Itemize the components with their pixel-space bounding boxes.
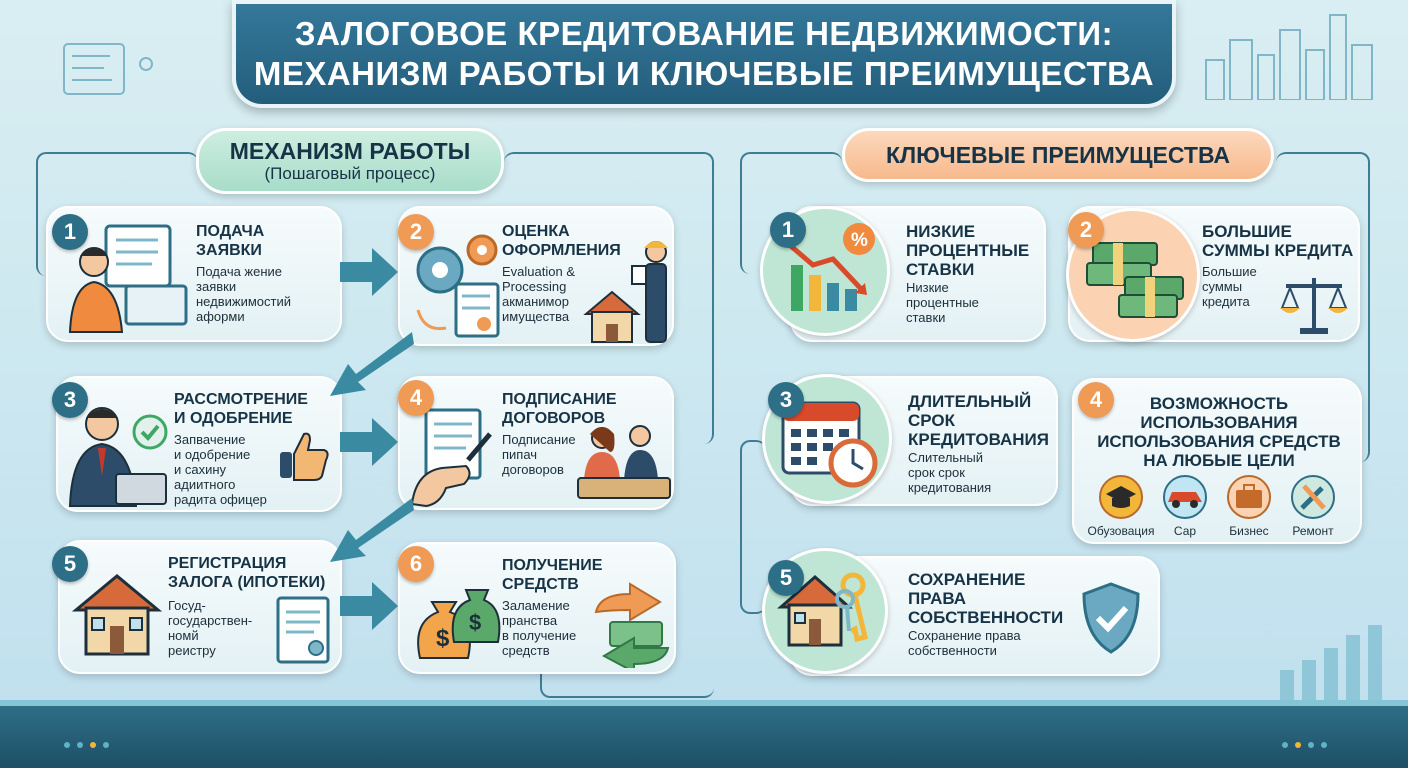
people-signing-icon bbox=[577, 425, 671, 499]
gears-document-icon bbox=[416, 234, 500, 338]
benefit-3-desc: Слительный срок срок кредитования bbox=[908, 450, 992, 495]
main-title-line-1: ЗАЛОГОВОЕ КРЕДИТОВАНИЕ НЕДВИЖИМОСТИ: bbox=[294, 15, 1114, 52]
arrow-1-to-2-icon bbox=[340, 248, 398, 296]
step-1-title: ПОДАЧА ЗАЯВКИ bbox=[196, 223, 265, 259]
shield-check-icon bbox=[1082, 582, 1140, 654]
benefit-1-number: 1 bbox=[770, 212, 806, 248]
svg-text:%: % bbox=[851, 230, 868, 251]
mechanism-subtitle: (Пошаговый процесс) bbox=[264, 164, 436, 183]
right-connector-line bbox=[1276, 152, 1370, 462]
footer-band bbox=[0, 700, 1408, 768]
money-bags-icon: $ $ bbox=[417, 589, 501, 659]
benefit-card-4: 4 ВОЗМОЖНОСТЬ ИСПОЛЬЗОВАНИЯ ИСПОЛЬЗОВАНИ… bbox=[1072, 378, 1362, 544]
benefit-4-number: 4 bbox=[1078, 382, 1114, 418]
use-label-car: Сар bbox=[1173, 524, 1197, 538]
use-label-business: Бизнес bbox=[1229, 524, 1269, 538]
benefit-5-title: СОХРАНЕНИЕ ПРАВА СОБСТВЕННОСТИ bbox=[908, 570, 1064, 627]
step-5-desc: Госуд- государствен- номй реистру bbox=[168, 598, 253, 658]
car-icon bbox=[1163, 475, 1207, 519]
step-3-desc: Запвачение и одобрение и сахину адиитног… bbox=[174, 432, 267, 507]
benefit-5-desc: Сохранение права собственности bbox=[908, 628, 1021, 658]
officer-approval-icon bbox=[68, 407, 168, 507]
transfer-arrows-icon bbox=[594, 582, 670, 668]
step-6-title: ПОЛУЧЕНИЕ СРЕДСТВ bbox=[502, 557, 603, 593]
briefcase-icon bbox=[1227, 475, 1271, 519]
step-5-number: 5 bbox=[52, 546, 88, 582]
benefit-3-title: ДЛИТЕЛЬНЫЙ СРОК КРЕДИТОВАНИЯ bbox=[908, 392, 1049, 449]
benefit-4-title: ВОЗМОЖНОСТЬ ИСПОЛЬЗОВАНИЯ ИСПОЛЬЗОВАНИЯ … bbox=[1097, 394, 1341, 470]
benefit-5-number: 5 bbox=[768, 560, 804, 596]
signing-document-icon bbox=[410, 408, 492, 508]
step-4-desc: Подписание пипач договоров bbox=[502, 432, 576, 477]
svg-text:$: $ bbox=[436, 625, 450, 652]
step-5-title: РЕГИСТРАЦИЯ ЗАЛОГА (ИПОТЕКИ) bbox=[168, 555, 326, 591]
step-2-desc: Evaluation & Processing акманимор имущес… bbox=[502, 264, 575, 324]
benefit-3-number: 3 bbox=[768, 382, 804, 418]
footer-dots-right-icon bbox=[1282, 742, 1327, 748]
applicant-laptop-icon bbox=[68, 224, 188, 333]
thumbs-up-icon bbox=[280, 432, 329, 481]
left-connector-frame bbox=[36, 152, 198, 276]
house-inspector-icon bbox=[583, 241, 668, 343]
benefit-2-title: БОЛЬШИЕ СУММЫ КРЕДИТА bbox=[1202, 222, 1354, 260]
bar-chart-decor-icon bbox=[1280, 625, 1382, 700]
step-card-3: 3 РАССМОТРЕНИЕ И ОДОБРЕНИЕ Запвачение и … bbox=[52, 376, 342, 512]
svg-text:$: $ bbox=[469, 610, 481, 635]
use-label-repair: Ремонт bbox=[1292, 524, 1334, 538]
step-4-number: 4 bbox=[398, 380, 434, 416]
benefits-title: КЛЮЧЕВЫЕ ПРЕИМУЩЕСТВА bbox=[885, 142, 1231, 168]
benefit-1-title: НИЗКИЕ ПРОЦЕНТНЫЕ СТАВКИ bbox=[906, 222, 1030, 279]
step-card-5: 5 РЕГИСТРАЦИЯ ЗАЛОГА (ИПОТЕКИ) Госуд- го… bbox=[52, 540, 342, 674]
arrow-4-to-5-icon bbox=[330, 498, 414, 562]
mechanism-section-header: МЕХАНИЗМ РАБОТЫ (Пошаговый процесс) bbox=[196, 128, 504, 194]
mechanism-title: МЕХАНИЗМ РАБОТЫ bbox=[229, 138, 471, 164]
education-cap-icon bbox=[1099, 475, 1143, 519]
left-connector-line bbox=[504, 152, 714, 444]
step-card-1: 1 ПОДАЧА ЗАЯВКИ Подача жение заявки недв… bbox=[46, 206, 342, 342]
footer-dots-left-icon bbox=[64, 742, 109, 748]
right-lower-connector bbox=[740, 440, 766, 614]
step-1-desc: Подача жение заявки недвижимостий аформи bbox=[196, 264, 291, 324]
step-2-title: ОЦЕНКА ОФОРМЛЕНИЯ bbox=[502, 223, 621, 259]
arrow-3-to-4-icon bbox=[340, 418, 398, 466]
certificate-icon bbox=[276, 596, 330, 664]
arrow-5-to-6-icon bbox=[340, 582, 398, 630]
step-3-number: 3 bbox=[52, 382, 88, 418]
step-1-number: 1 bbox=[52, 214, 88, 250]
benefit-1-desc: Низкие процентные ставки bbox=[906, 280, 979, 325]
main-title-banner: ЗАЛОГОВОЕ КРЕДИТОВАНИЕ НЕДВИЖИМОСТИ: МЕХ… bbox=[232, 0, 1176, 108]
scales-icon bbox=[1280, 278, 1348, 334]
benefits-section-header: КЛЮЧЕВЫЕ ПРЕИМУЩЕСТВА bbox=[842, 128, 1274, 182]
step-6-desc: Заламение пранства в получение средств bbox=[502, 598, 577, 658]
benefit-2-desc: Большие суммы кредита bbox=[1202, 264, 1257, 309]
step-4-title: ПОДПИСАНИЕ ДОГОВОРОВ bbox=[502, 391, 617, 427]
right-connector-frame bbox=[740, 152, 842, 274]
ui-widget-decor-icon bbox=[63, 43, 153, 95]
benefit-2-number: 2 bbox=[1068, 212, 1104, 248]
step-card-6: $ $ 6 ПОЛУЧЕНИЕ СРЕДСТВ Заламение пранст… bbox=[398, 542, 676, 674]
step-card-4: 4 ПОДПИСАНИЕ ДОГОВОРОВ Подписание пипач … bbox=[398, 376, 674, 510]
bottom-connector-line bbox=[540, 650, 714, 698]
city-skyline-icon bbox=[1205, 14, 1373, 100]
house-icon bbox=[72, 574, 162, 656]
arrow-2-to-3-icon bbox=[330, 332, 414, 396]
step-2-number: 2 bbox=[398, 214, 434, 250]
step-card-2: 2 ОЦЕНКА ОФОРМЛЕНИЯ Evaluation & Process… bbox=[398, 206, 674, 346]
main-title-line-2: МЕХАНИЗМ РАБОТЫ И КЛЮЧЕВЫЕ ПРЕИМУЩЕСТВА bbox=[253, 55, 1155, 92]
step-6-number: 6 bbox=[398, 546, 434, 582]
use-label-education: Обузовация bbox=[1087, 524, 1155, 538]
calendar-clock-icon bbox=[762, 374, 892, 504]
step-3-title: РАССМОТРЕНИЕ И ОДОБРЕНИЕ bbox=[174, 391, 308, 427]
repair-tools-icon bbox=[1291, 475, 1335, 519]
